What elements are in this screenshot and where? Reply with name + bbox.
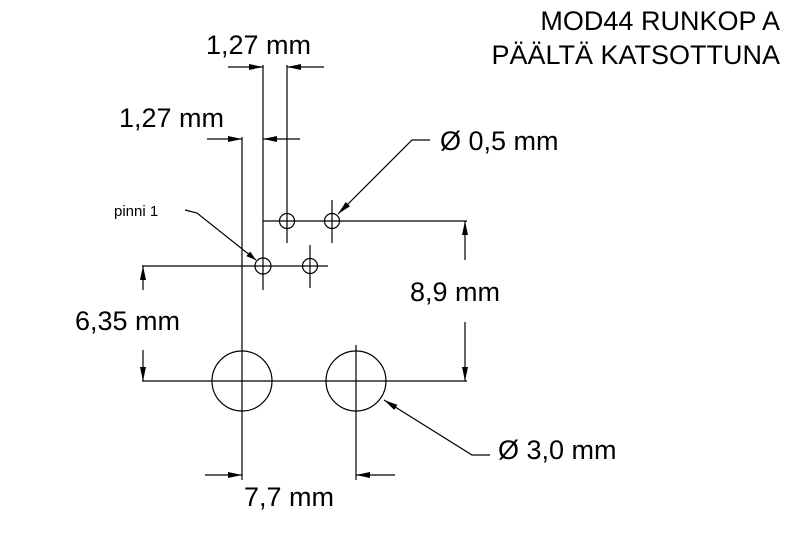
dim-label-pin1-to-holes: 6,35 mm: [75, 306, 181, 336]
drawing-title-line1: MOD44 RUNKOP A: [540, 6, 780, 36]
leader-pin1: [184, 209, 257, 261]
dim-label-pin-diameter: Ø 0,5 mm: [440, 126, 559, 156]
pin-3: [278, 212, 296, 230]
dim-label-hole-spacing: 7,7 mm: [244, 482, 335, 512]
pin-1: [254, 257, 272, 275]
dim-label-row-to-holes: 8,9 mm: [410, 277, 501, 307]
dim-label-pin-pitch: 1,27 mm: [206, 30, 312, 60]
pin1-label: pinni 1: [114, 203, 159, 220]
pin-2: [301, 257, 319, 275]
leader-hole-diameter: [383, 399, 490, 456]
mounting-hole-1: [211, 350, 273, 412]
pin-4: [323, 212, 341, 230]
drawing-title-line2: PÄÄLTÄ KATSOTTUNA: [491, 40, 780, 70]
leader-pin-diameter: [337, 139, 430, 215]
dim-label-hole-diameter: Ø 3,0 mm: [498, 435, 617, 465]
mounting-hole-2: [325, 350, 387, 412]
dim-label-pin-offset: 1,27 mm: [119, 103, 225, 133]
